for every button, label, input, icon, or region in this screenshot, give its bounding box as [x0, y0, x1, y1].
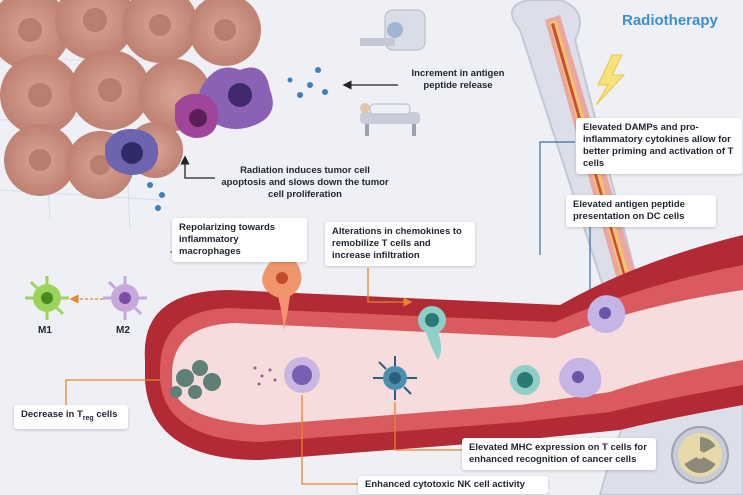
- migrating-t-cell: [418, 306, 446, 360]
- arrow-nk: [301, 395, 358, 485]
- diagram-title: Radiotherapy: [622, 12, 718, 29]
- label-m1: M1: [38, 325, 52, 336]
- label-dc-presentation: Elevated antigen peptide presentation on…: [566, 195, 716, 227]
- apoptotic-cells: [105, 67, 328, 211]
- treg-cells: [170, 360, 221, 399]
- m1-macrophage: [25, 276, 69, 320]
- label-chemokines: Alterations in chemokines to remobilize …: [325, 222, 475, 266]
- debris: [253, 366, 277, 386]
- label-antigen-release: Increment in antigen peptide release: [411, 68, 505, 91]
- lightning-icon: [595, 54, 626, 106]
- arrow-apoptosis: [180, 155, 215, 179]
- arrow-mhc: [394, 402, 462, 451]
- label-apoptosis: Radiation induces tumor cell apoptosis a…: [221, 165, 389, 200]
- nk-cell: [284, 357, 320, 393]
- macrophage-tissue: [262, 259, 302, 330]
- radiotherapy-machine-icon: [360, 9, 426, 51]
- label-repolarizing: Repolarizing towards inflammatory macrop…: [172, 218, 307, 262]
- arrow-treg: [65, 379, 160, 405]
- label-treg: Decrease in Treg cells: [14, 405, 128, 429]
- arrow-chemokines: [367, 268, 413, 307]
- m2-macrophage: [103, 276, 147, 320]
- radiation-icon: [671, 426, 729, 484]
- label-m2: M2: [116, 325, 130, 336]
- label-damps: Elevated DAMPs and pro-inflammatory cyto…: [576, 118, 742, 174]
- treg-prefix: Decrease in T: [21, 409, 83, 420]
- t-cell-mhc: [373, 356, 417, 400]
- patient-bed-icon: [360, 103, 420, 136]
- t-cell: [510, 365, 540, 395]
- dc-cell: [559, 295, 626, 398]
- treg-suffix: cells: [93, 409, 118, 420]
- treg-sub: reg: [82, 414, 94, 422]
- label-mhc: Elevated MHC expression on T cells for e…: [462, 438, 656, 470]
- label-nk: Enhanced cytotoxic NK cell activity: [358, 476, 548, 494]
- arrow-damps: [539, 141, 575, 255]
